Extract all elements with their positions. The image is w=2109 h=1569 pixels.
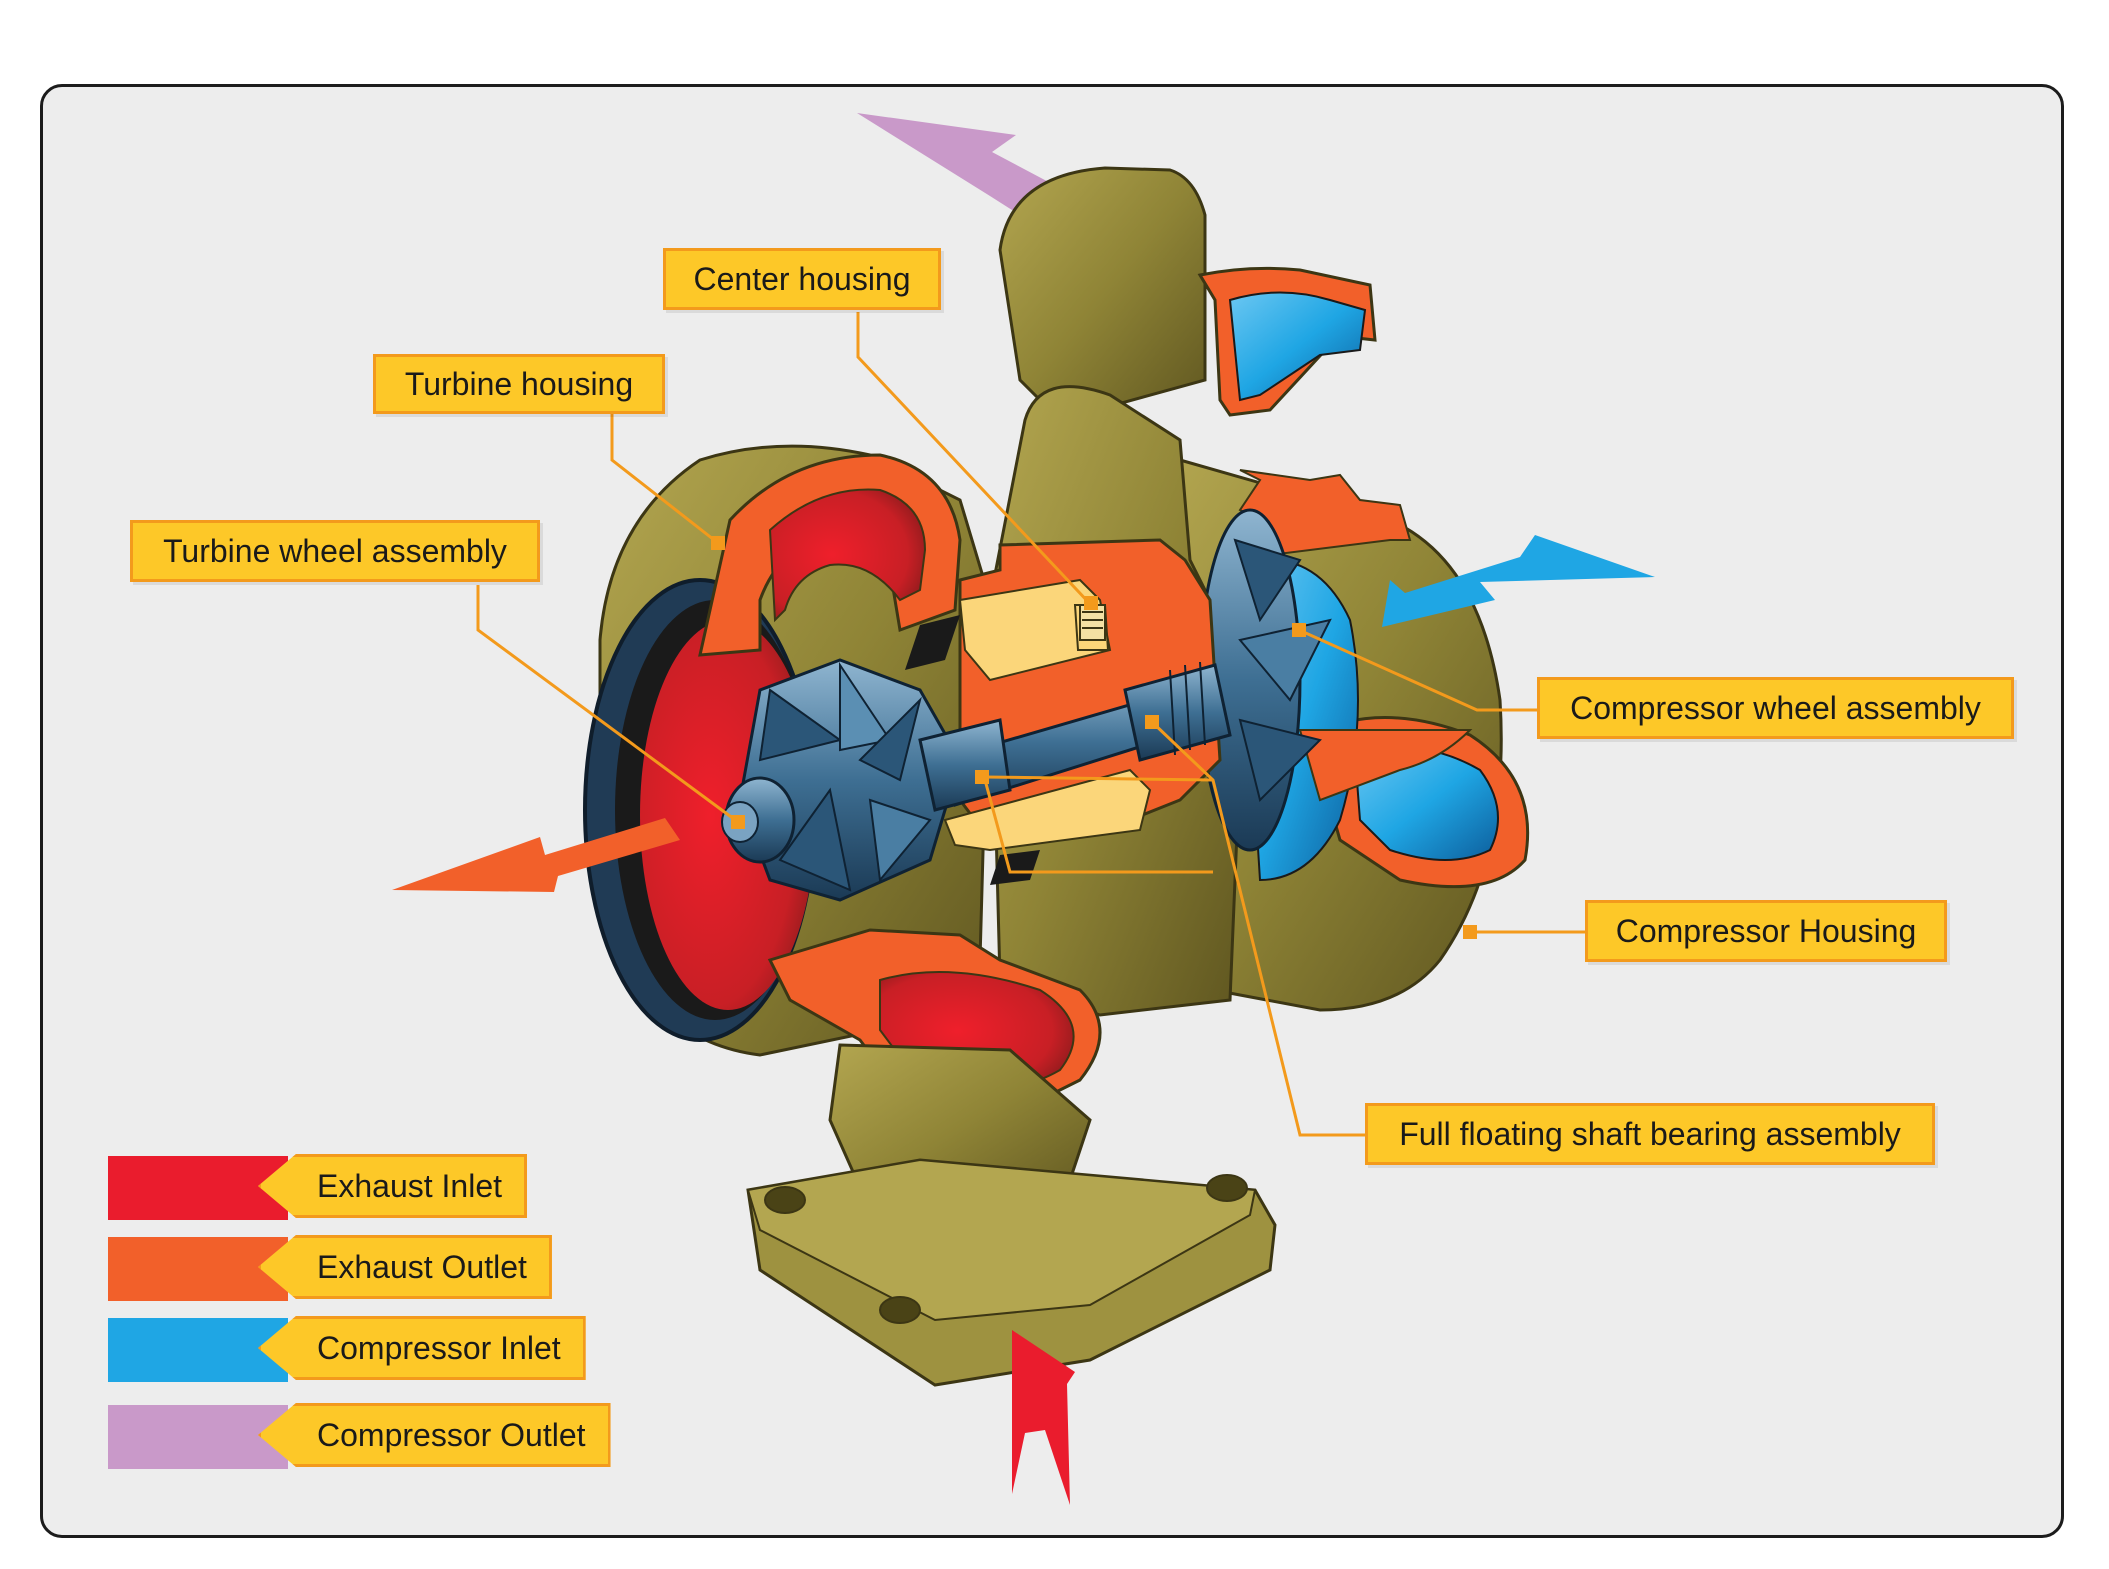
- legend-label-compressor-inlet: Compressor Inlet: [258, 1316, 586, 1380]
- callout-center-housing: Center housing: [663, 248, 941, 310]
- callout-turbine-wheel-assembly: Turbine wheel assembly: [130, 520, 540, 582]
- endpoint-compressor-housing: [1463, 925, 1477, 939]
- legend-swatch-exhaust-outlet: [108, 1237, 288, 1301]
- legend-swatch-exhaust-inlet: [108, 1156, 288, 1220]
- endpoint-bearing-b: [975, 770, 989, 784]
- legend-label-compressor-outlet: Compressor Outlet: [258, 1403, 611, 1467]
- leader-compressor-wheel: [1298, 628, 1537, 712]
- exhaust-outlet-arrow: [392, 818, 680, 892]
- leader-bearing-1: [1150, 720, 1365, 1137]
- turbine-inlet-flange: [746, 1043, 1277, 1387]
- leader-center-housing: [856, 312, 1094, 608]
- callout-turbine-housing: Turbine housing: [373, 354, 665, 414]
- compressor-inlet-arrow: [1382, 535, 1655, 627]
- legend-label-exhaust-inlet: Exhaust Inlet: [258, 1154, 527, 1218]
- compressor-outlet-duct: [998, 166, 1377, 422]
- endpoint-turbine-wheel: [731, 815, 745, 829]
- leader-turbine-housing: [610, 412, 719, 545]
- legend-swatch-compressor-outlet: [108, 1405, 288, 1469]
- callout-compressor-housing: Compressor Housing: [1585, 900, 1947, 962]
- endpoint-turbine-housing: [711, 536, 725, 550]
- leader-bearing-2: [984, 775, 1214, 782]
- legend-label-exhaust-outlet: Exhaust Outlet: [258, 1235, 552, 1299]
- endpoint-compressor-wheel: [1292, 623, 1306, 637]
- leader-endpoints: [711, 536, 1477, 939]
- leader-turbine-wheel: [476, 585, 739, 824]
- leader-bearing-3: [983, 779, 1213, 874]
- compressor-wheel: [1198, 508, 1332, 852]
- endpoint-bearing-a: [1145, 715, 1159, 729]
- callout-full-floating-shaft-bearing-assembly: Full floating shaft bearing assembly: [1365, 1103, 1935, 1165]
- callout-compressor-wheel-assembly: Compressor wheel assembly: [1537, 677, 2014, 739]
- leader-lines: [476, 312, 1585, 1137]
- legend-swatch-compressor-inlet: [108, 1318, 288, 1382]
- exhaust-inlet-arrow: [1012, 1330, 1075, 1505]
- endpoint-center-housing: [1084, 596, 1098, 610]
